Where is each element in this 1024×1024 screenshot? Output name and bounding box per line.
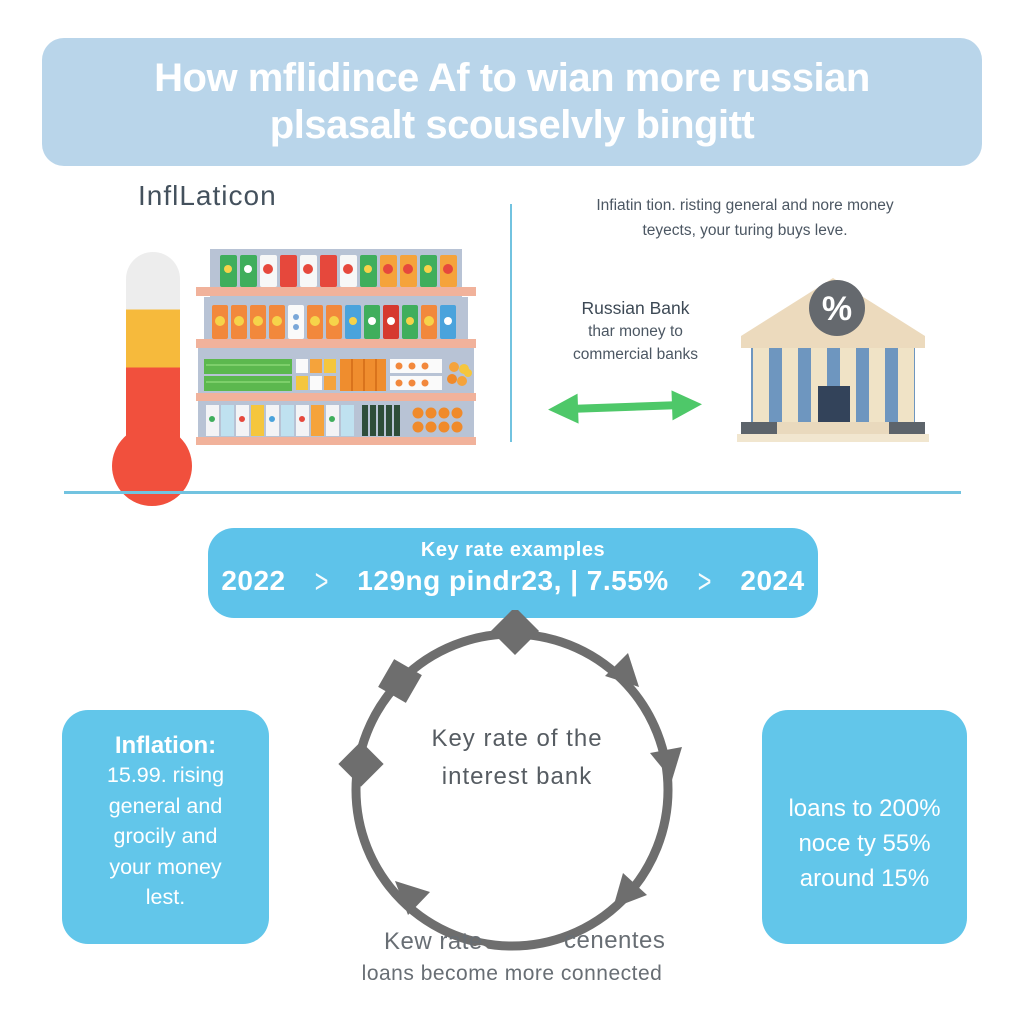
exchange-arrow-icon <box>548 390 702 424</box>
cycle-center-line-1: Key rate of the <box>431 725 603 752</box>
shelf-row-1 <box>220 255 457 287</box>
thermometer-bulb <box>112 426 192 506</box>
loans-info-line: around 15% <box>799 864 930 892</box>
loans-info-line: noce ty 55% <box>798 829 931 857</box>
bank-label: Russian Bank thar money to commercial ba… <box>538 296 733 366</box>
bank-building-illustration: % <box>737 278 929 442</box>
bank-description: Infiatin tion. risting general and nore … <box>555 194 935 244</box>
shelf-row-2 <box>212 305 456 339</box>
cycle-diagram <box>338 610 682 965</box>
inflation-info-box: Inflation: 15.99. rising general and gro… <box>62 710 269 944</box>
bank-label-line-2: thar money to <box>588 323 683 341</box>
title-banner: How mflidince Af to wian more russian pl… <box>42 38 982 166</box>
percent-icon: % <box>809 280 865 336</box>
svg-text:%: % <box>822 290 852 328</box>
shelf-row-4 <box>206 405 463 436</box>
cycle-center-text: Key rate of the interest bank <box>392 720 642 797</box>
inflation-info-line: grocily and <box>113 824 218 849</box>
bank-label-title: Russian Bank <box>581 298 690 318</box>
bank-label-line-3: commercial banks <box>573 345 698 363</box>
timeline-middle-text: 129ng pindr23, | 7.55% <box>357 565 669 596</box>
key-rate-banner-heading: Key rate examples <box>420 539 606 561</box>
title-line-2: plsasalt scouselvly bingitt <box>269 103 755 147</box>
timeline-year-end: 2024 <box>740 565 805 596</box>
bank-description-line-1: Infiatin tion. risting general and nore … <box>596 197 894 214</box>
timeline-year-start: 2022 <box>221 565 286 596</box>
inflation-info-line: general and <box>108 793 223 818</box>
inflation-info-line: your money <box>109 854 222 879</box>
grocery-shelf-illustration <box>196 249 476 445</box>
inflation-info-line: 15.99. rising <box>106 763 225 787</box>
bank-description-line-2: teyects, your turing buys leve. <box>642 221 848 239</box>
shelf-row-3 <box>204 359 472 391</box>
chevron-right-icon: > <box>314 560 329 600</box>
cycle-label-left: Kew rate <box>384 928 483 955</box>
title-line-1: How mflidince Af to wian more russian <box>154 55 870 100</box>
loans-info-line: loans to 200% <box>788 795 941 822</box>
key-rate-timeline-row: 2022 > 129ng pindr23, | 7.55% > 2024 <box>221 561 805 600</box>
vertical-divider <box>510 204 512 442</box>
inflation-info-heading: Inflation: <box>114 732 217 759</box>
horizontal-divider <box>64 491 961 494</box>
loans-info-box: loans to 200% noce ty 55% around 15% <box>762 710 967 944</box>
key-rate-banner: Key rate examples 2022 > 129ng pindr23, … <box>208 528 818 618</box>
inflation-heading: InflLaticon <box>138 180 277 211</box>
thermometer-icon <box>112 250 192 510</box>
inflation-info-line: lest. <box>145 885 186 910</box>
cycle-caption: loans become more connected <box>361 962 663 985</box>
chevron-right-icon: > <box>697 560 712 600</box>
cycle-label-right: cenentes <box>564 927 666 954</box>
cycle-center-line-2: interest bank <box>441 763 593 791</box>
